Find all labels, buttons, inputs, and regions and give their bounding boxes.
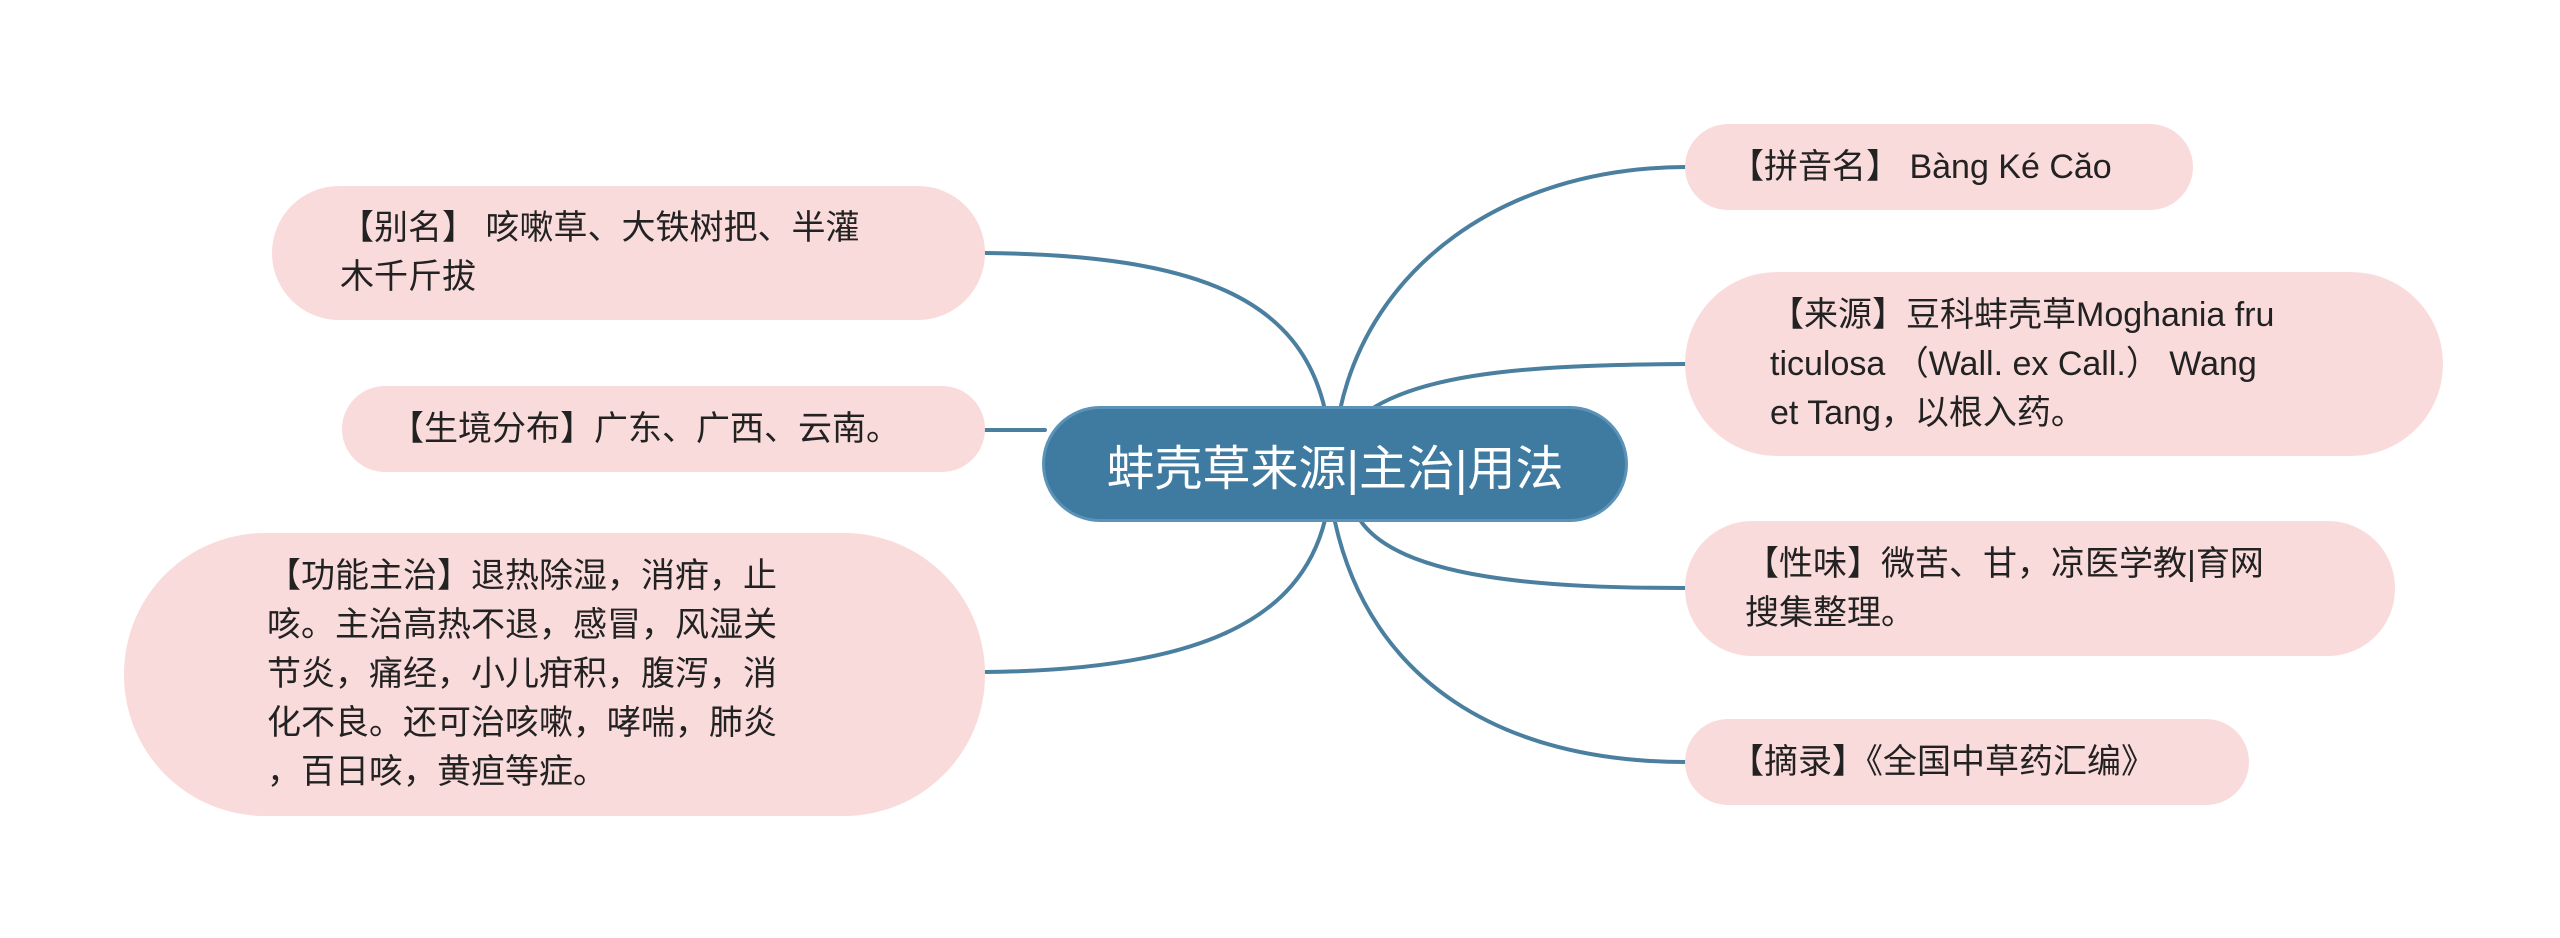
node-pinyin-text: 【拼音名】 Bàng Ké Căo	[1730, 147, 2112, 186]
node-source[interactable]: 【来源】豆科蚌壳草Moghania fru ticulosa （Wall. ex…	[1685, 272, 2443, 456]
node-function-text: 【功能主治】退热除湿，消疳，止 咳。主治高热不退，感冒，风湿关 节炎，痛经，小儿…	[267, 557, 777, 791]
link-alias	[983, 251, 1327, 412]
node-excerpt-text: 【摘录】《全国中草药汇编》	[1730, 742, 2155, 781]
node-alias-text: 【别名】 咳嗽草、大铁树把、半灌 木千斤拔	[340, 209, 860, 296]
link-pinyin	[1338, 165, 1687, 412]
node-taste-text: 【性味】微苦、甘，凉医学教|育网 搜集整理。	[1745, 544, 2264, 632]
node-habitat-text: 【生境分布】广东、广西、云南。	[390, 409, 900, 448]
node-excerpt[interactable]: 【摘录】《全国中草药汇编》	[1685, 719, 2249, 805]
central-topic[interactable]: 蚌壳草来源|主治|用法	[1042, 406, 1628, 522]
link-function	[983, 518, 1327, 674]
link-source	[1368, 362, 1687, 412]
central-topic-label: 蚌壳草来源|主治|用法	[1106, 443, 1564, 496]
node-function[interactable]: 【功能主治】退热除湿，消疳，止 咳。主治高热不退，感冒，风湿关 节炎，痛经，小儿…	[124, 533, 985, 816]
link-taste	[1358, 518, 1687, 590]
node-source-text: 【来源】豆科蚌壳草Moghania fru ticulosa （Wall. ex…	[1770, 295, 2275, 432]
node-pinyin[interactable]: 【拼音名】 Bàng Ké Căo	[1685, 124, 2193, 210]
node-habitat[interactable]: 【生境分布】广东、广西、云南。	[342, 386, 985, 472]
node-alias[interactable]: 【别名】 咳嗽草、大铁树把、半灌 木千斤拔	[272, 186, 985, 320]
node-taste[interactable]: 【性味】微苦、甘，凉医学教|育网 搜集整理。	[1685, 521, 2395, 656]
link-excerpt	[1333, 520, 1687, 764]
